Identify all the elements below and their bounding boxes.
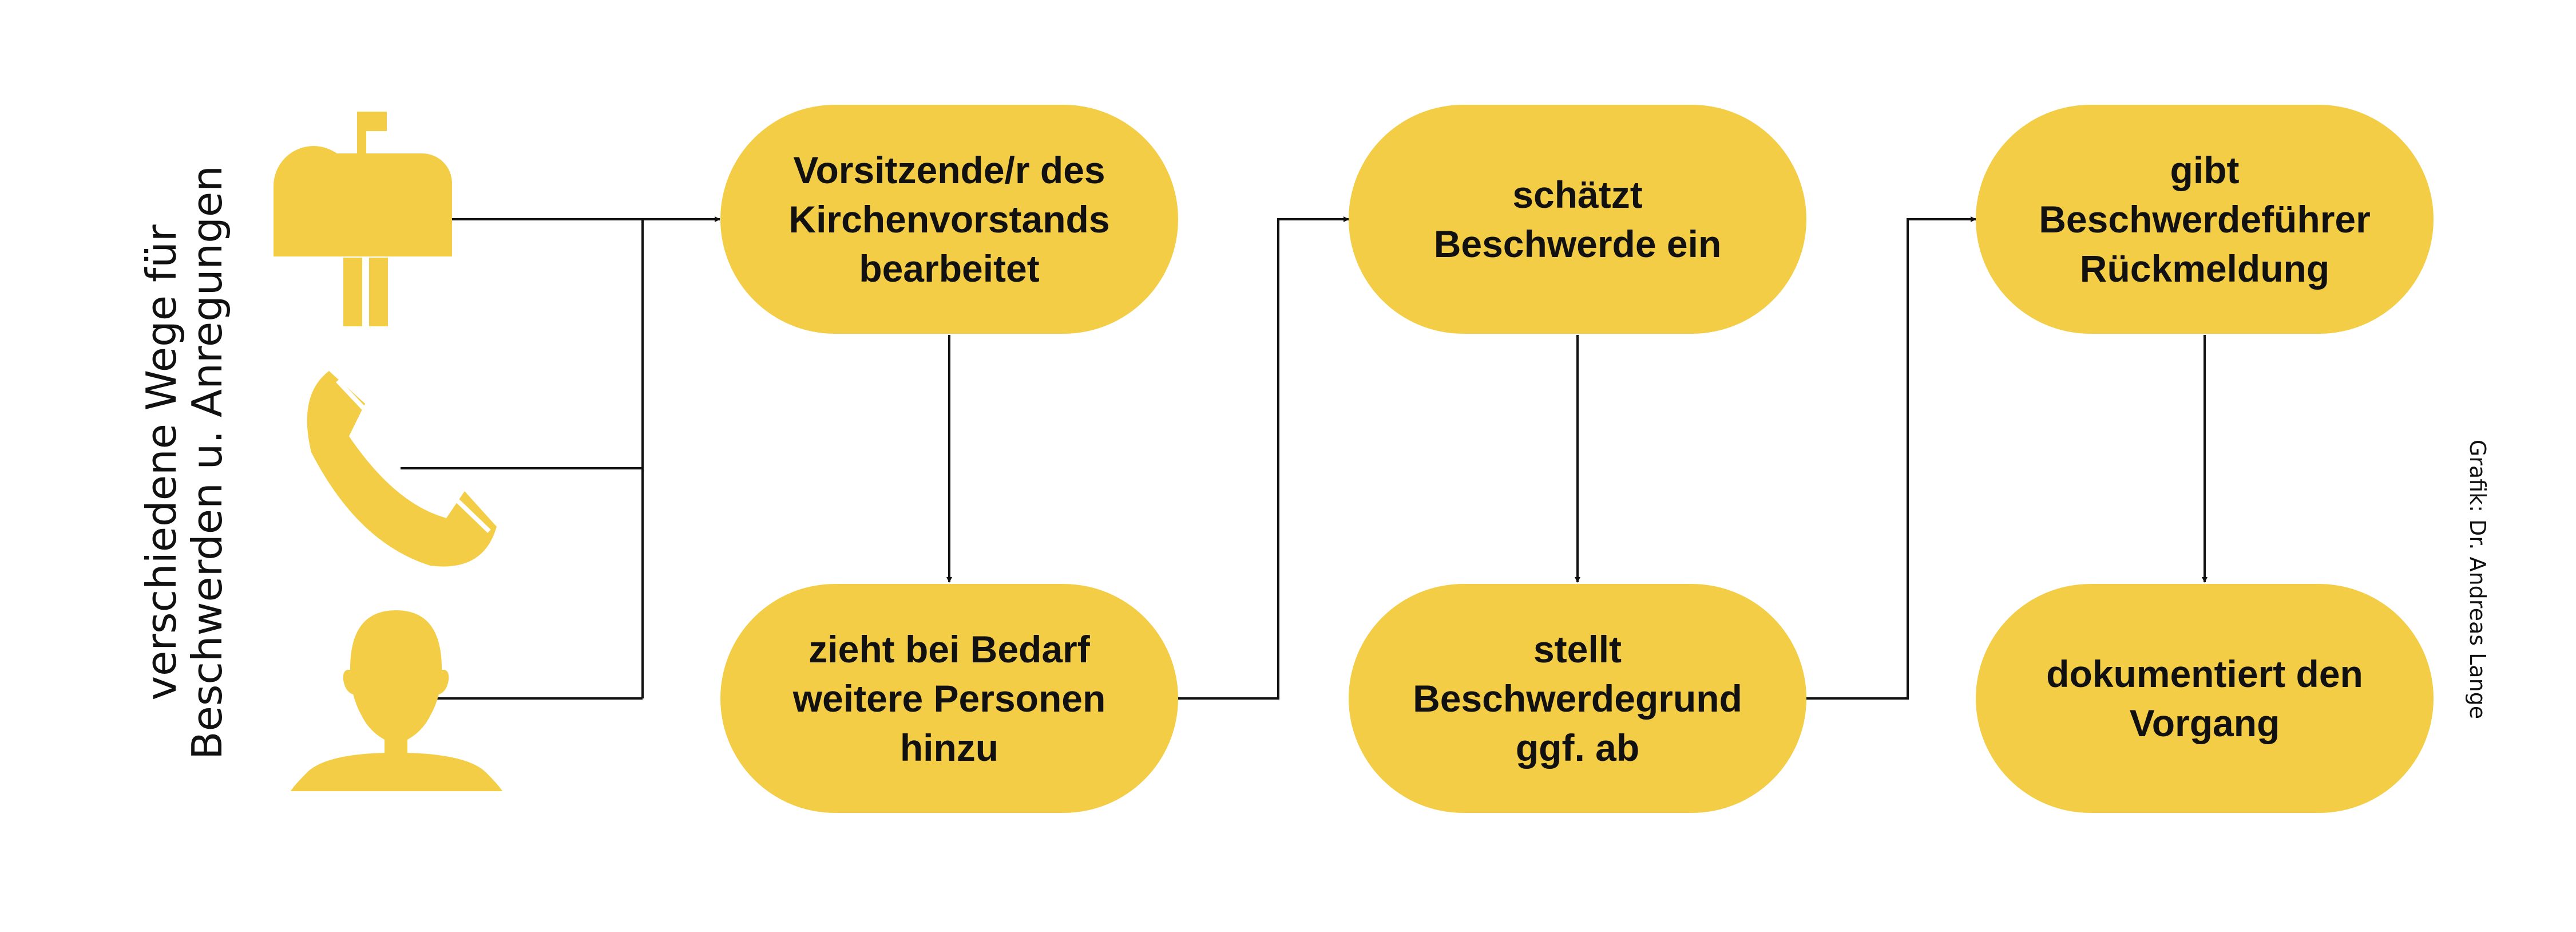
telephone-icon [307, 371, 497, 567]
node-text-line: ggf. ab [1515, 726, 1640, 769]
node-dokumentiert: dokumentiert den Vorgang [1976, 584, 2434, 813]
node-text-line: Beschwerde ein [1433, 223, 1722, 265]
channels-label: verschiedene Wege für Beschwerden u. Anr… [137, 148, 231, 777]
mailbox-icon [274, 112, 452, 326]
channels-label-line-1: verschiedene Wege für [137, 224, 185, 701]
node-text-line: dokumentiert den [2046, 653, 2363, 695]
node-text-line: Beschwerdegrund [1413, 677, 1742, 720]
node-text-line: zieht bei Bedarf [809, 628, 1090, 670]
node-schaetzt: schätzt Beschwerde ein [1349, 105, 1806, 334]
node-text-line: bearbeitet [859, 247, 1040, 290]
arrow-node-4-to-node-5 [1805, 216, 1976, 700]
node-text-line: stellt [1533, 628, 1622, 670]
node-rueckmeldung: gibt Beschwerdeführer Rückmeldung [1976, 105, 2434, 334]
person-icon [291, 610, 502, 791]
node-text-line: weitere Personen [792, 677, 1106, 720]
node-text-line: Rückmeldung [2079, 247, 2330, 290]
node-text-line: Beschwerdeführer [2039, 198, 2371, 240]
node-bearbeitet: Vorsitzende/r des Kirchenvorstands bearb… [720, 105, 1178, 334]
node-text-line: Kirchenvorstands [788, 198, 1110, 240]
node-text-line: gibt [2170, 149, 2240, 191]
arrow-node-2-to-node-3 [1176, 216, 1349, 700]
credit-text: Grafik: Dr. Andreas Lange [2465, 439, 2490, 720]
node-weitere-personen: zieht bei Bedarf weitere Personen hinzu [720, 584, 1178, 813]
node-stellt-ab: stellt Beschwerdegrund ggf. ab [1349, 584, 1806, 813]
node-text-line: Vorgang [2129, 702, 2280, 744]
node-text-line: Vorsitzende/r des [793, 149, 1105, 191]
node-text-line: schätzt [1512, 173, 1643, 216]
node-text-line: hinzu [899, 726, 999, 769]
channels-label-line-2: Beschwerden u. Anregungen [183, 165, 231, 760]
